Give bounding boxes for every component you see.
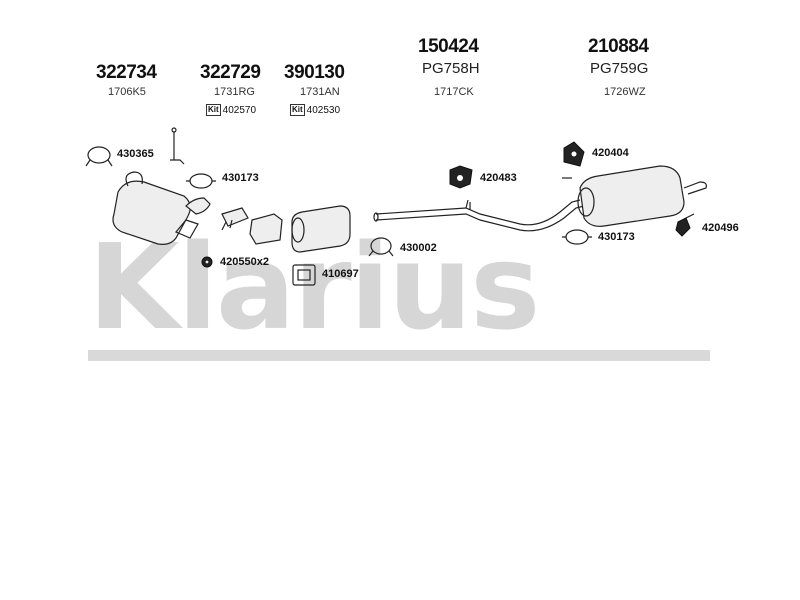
assembly-ref-1731rg: 1731RG [214, 86, 255, 98]
assembly-number-322734: 322734 [96, 62, 157, 83]
assembly-ref-1717ck: 1717CK [434, 86, 474, 98]
kit-row-402570: Kit 402570 [206, 104, 256, 116]
clamp-430173-right-icon [562, 229, 592, 245]
assembly-ref-1706k5: 1706K5 [108, 86, 146, 98]
part-label-420404: 420404 [592, 147, 629, 159]
gasket-410697-icon [292, 264, 316, 286]
part-label-420483: 420483 [480, 172, 517, 184]
part-label-420496: 420496 [702, 222, 739, 234]
assembly-number-150424: 150424 [418, 36, 479, 57]
kit-tag: Kit [290, 104, 305, 116]
part-label-430173-left: 430173 [222, 172, 259, 184]
particulate-filter-390130-icon [291, 205, 351, 253]
part-label-420550: 420550x2 [220, 256, 269, 268]
catalytic-converter-322734-icon [112, 171, 211, 245]
assembly-ref-pg759g: PG759G [590, 60, 649, 77]
assembly-ref-pg758h: PG758H [422, 60, 480, 77]
kit-number: 402530 [306, 104, 341, 116]
bracket-420404-icon [563, 141, 585, 167]
pipe-section-icon [249, 213, 283, 245]
clamp-430002-icon [368, 237, 394, 257]
clamp-430173-left-icon [186, 173, 216, 189]
rear-silencer-210884-icon [562, 165, 707, 227]
assembly-number-210884: 210884 [588, 36, 649, 57]
kit-tag: Kit [206, 104, 221, 116]
clamp-430365-icon [85, 146, 113, 167]
assembly-number-390130: 390130 [284, 62, 345, 83]
sensor-bracket-icon [170, 127, 185, 165]
assembly-ref-1726wz: 1726WZ [604, 86, 646, 98]
assembly-ref-1731an: 1731AN [300, 86, 340, 98]
part-label-410697: 410697 [322, 268, 359, 280]
part-label-430002: 430002 [400, 242, 437, 254]
flex-pipe-322729-icon [221, 207, 249, 231]
assembly-number-322729: 322729 [200, 62, 261, 83]
rubber-hanger-420496-icon [675, 213, 695, 237]
kit-number: 402570 [222, 104, 257, 116]
kit-row-402530: Kit 402530 [290, 104, 340, 116]
nut-420550-icon [201, 256, 213, 268]
part-label-430173-right: 430173 [598, 231, 635, 243]
rubber-mount-420483-icon [449, 165, 473, 189]
middle-pipe-150424-icon [373, 199, 585, 232]
part-label-430365: 430365 [117, 148, 154, 160]
watermark-underline [88, 350, 710, 361]
